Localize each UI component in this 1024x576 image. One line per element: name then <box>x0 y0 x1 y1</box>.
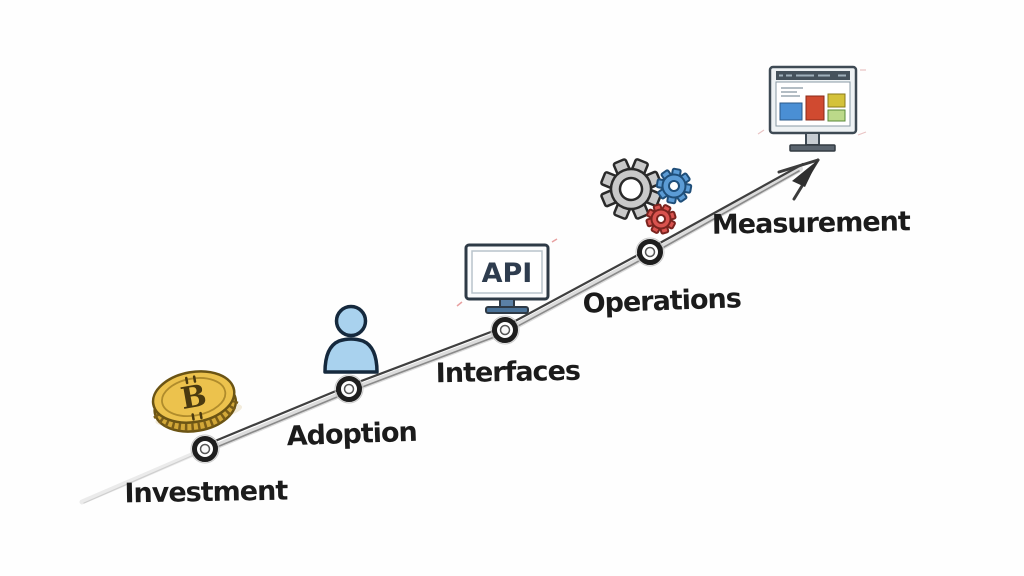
dashboard-monitor-icon <box>757 65 867 152</box>
trend-line-tail <box>79 447 206 505</box>
coin-icon: B <box>151 370 243 433</box>
milestone-ring <box>334 374 364 404</box>
milestone-ring <box>490 315 520 345</box>
stage-label-measurement: Measurement <box>712 206 911 240</box>
api-monitor-icon: API <box>456 238 558 314</box>
person-icon <box>323 304 379 374</box>
gear-blue <box>655 167 693 205</box>
stage-labels: Investment Adoption Interfaces Operation… <box>124 206 911 509</box>
gears-icon <box>600 158 693 235</box>
gear-gray <box>600 158 662 220</box>
gear-red <box>645 203 677 235</box>
coin-symbol: B <box>178 378 209 417</box>
arrowhead-icon <box>777 158 820 201</box>
stage-label-investment: Investment <box>124 476 288 510</box>
stage-label-operations: Operations <box>582 283 741 320</box>
milestone-ring <box>635 237 665 267</box>
milestone-rings <box>190 237 665 464</box>
milestone-ring <box>190 434 220 464</box>
stage-label-interfaces: Interfaces <box>436 356 581 390</box>
stage-label-adoption: Adoption <box>286 417 417 453</box>
api-screen-text: API <box>482 258 533 289</box>
